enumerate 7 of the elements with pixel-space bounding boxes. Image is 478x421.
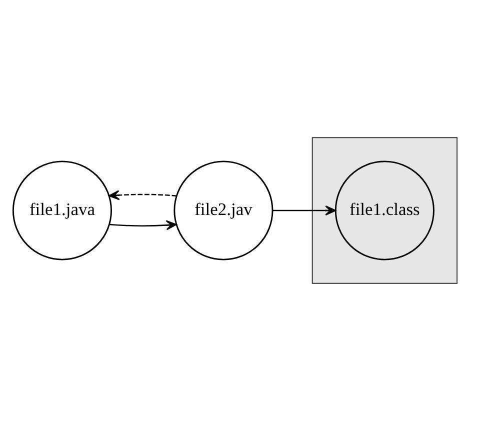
cluster	[312, 137, 458, 284]
node-circle: file2.jav	[174, 160, 274, 260]
node-circle: file1.class	[334, 160, 434, 260]
arrow	[108, 190, 177, 200]
node-circle: file1.java	[12, 160, 112, 260]
arrow	[272, 206, 336, 216]
arrow	[109, 220, 177, 230]
